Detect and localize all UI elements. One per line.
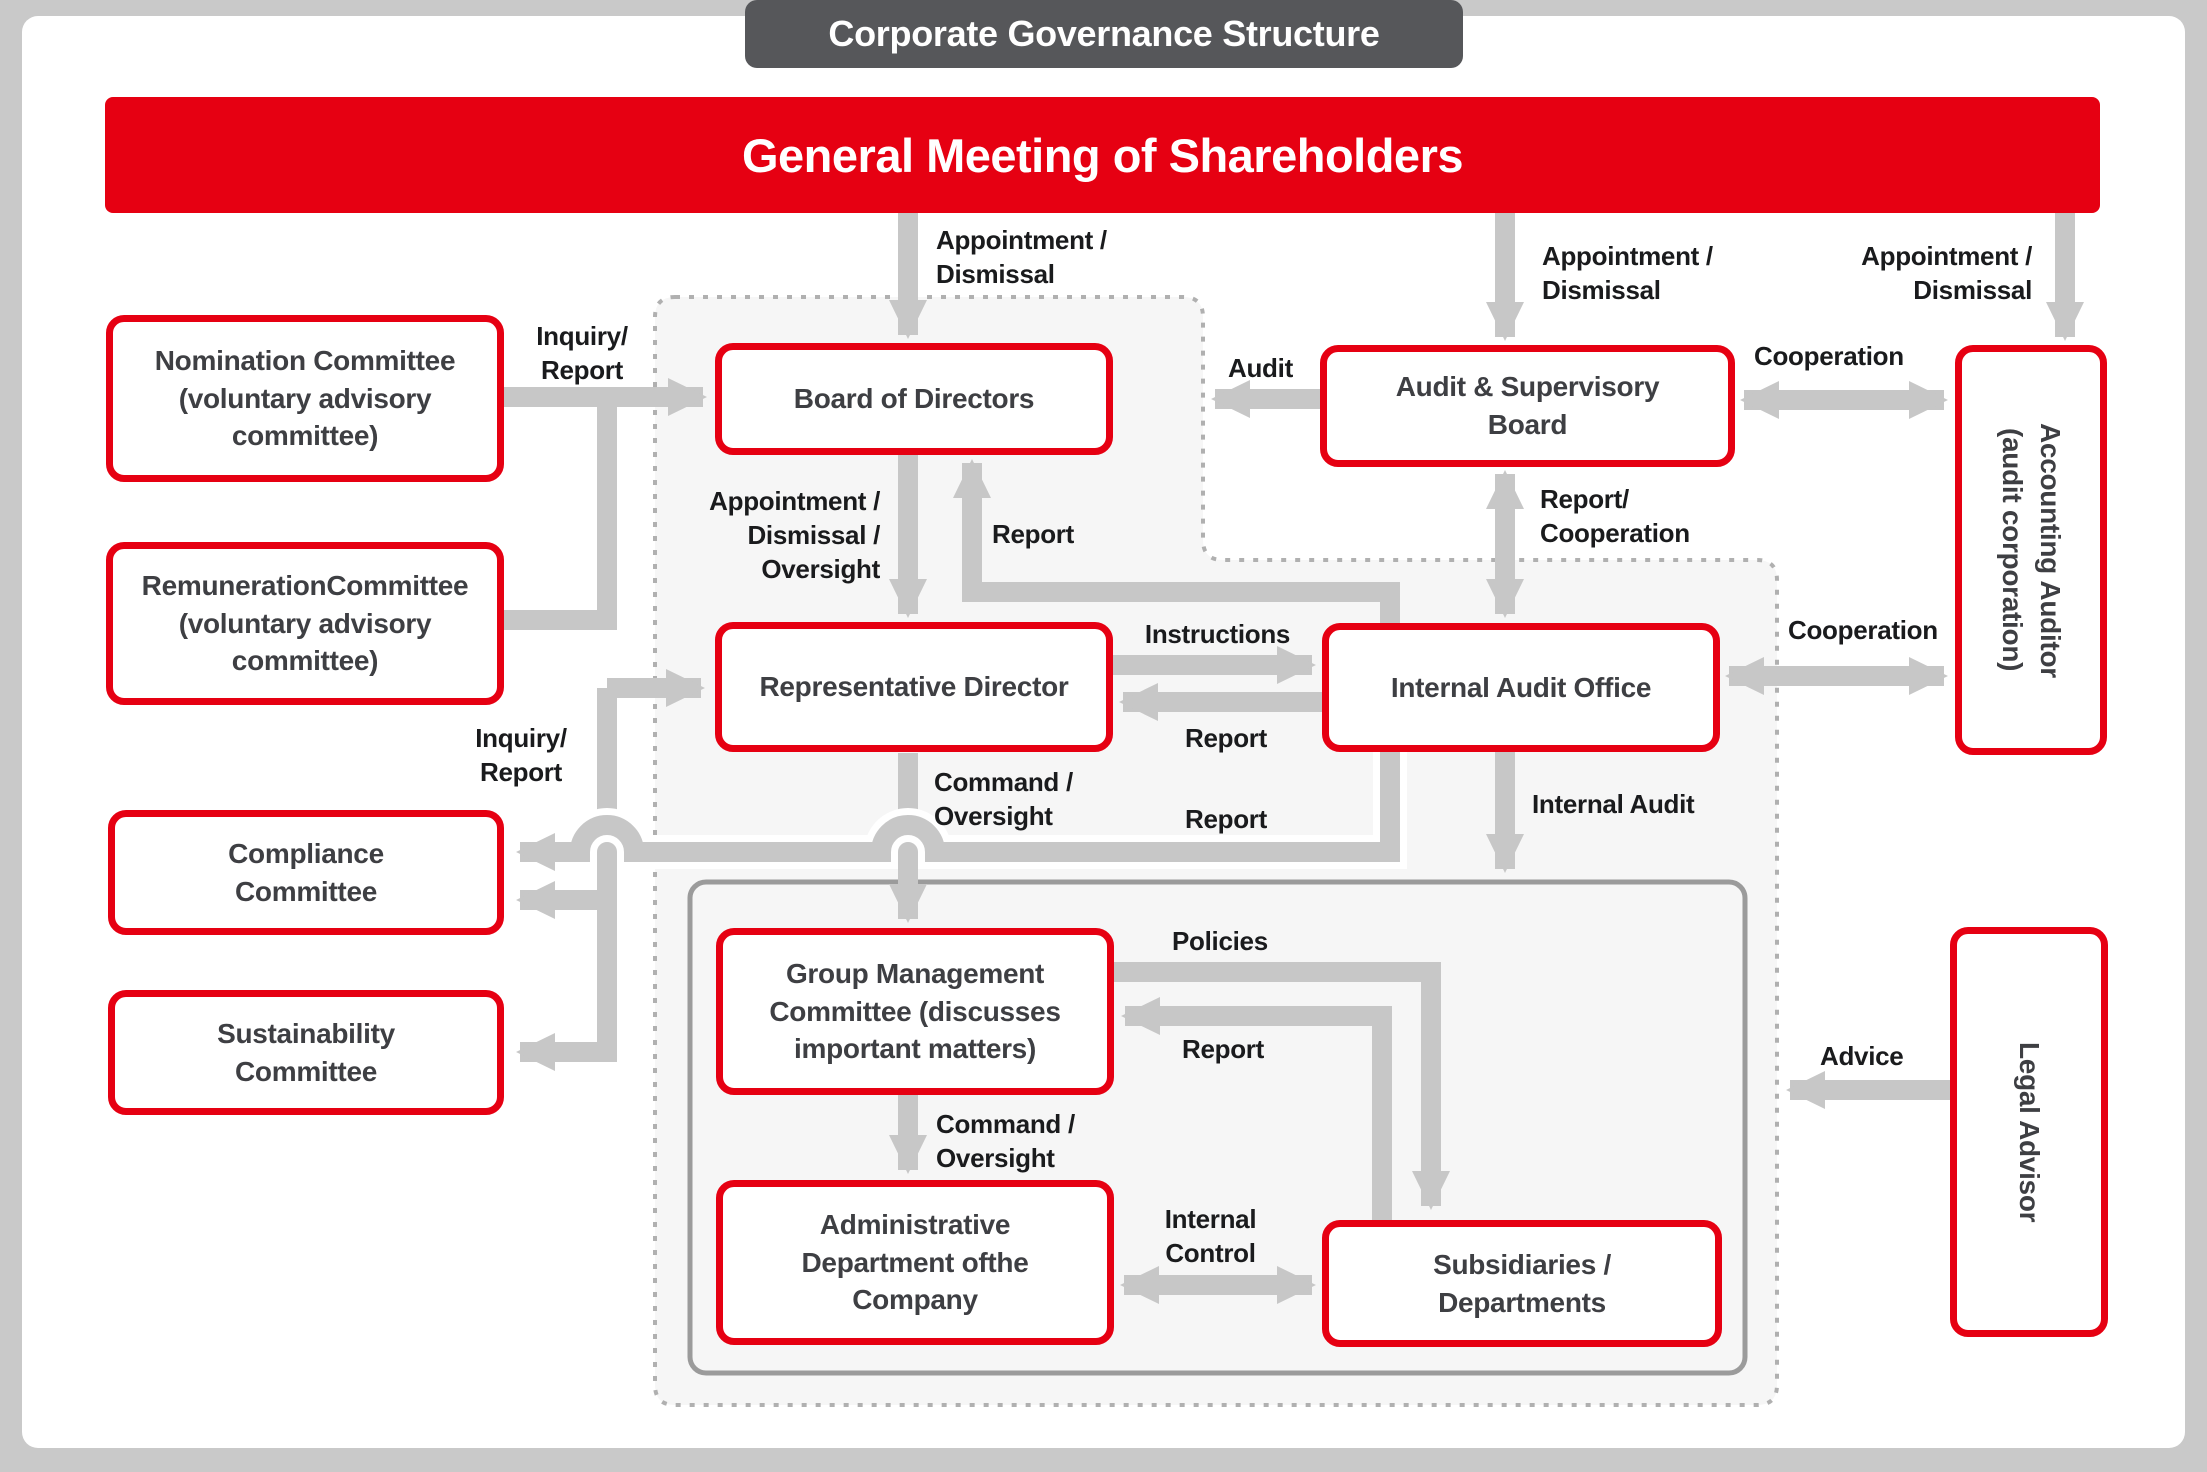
edge-label-internal-control: Internal Control	[1164, 1204, 1257, 1268]
edge-policies	[1113, 962, 1450, 1210]
node-board-of-directors: Board of Directors	[715, 343, 1113, 455]
edge-label-gms-audit-board: Appointment / Dismissal	[1542, 241, 1713, 305]
edge-label-gms-board: Appointment / Dismissal	[936, 225, 1107, 289]
page-title-text: Corporate Governance Structure	[828, 13, 1380, 54]
edge-label-inquiry-report-top: Inquiry/ Report	[536, 321, 628, 385]
edge-label-gms-accounting-auditor: Appointment / Dismissal	[1861, 241, 2032, 305]
edge-label-report-cooperation: Report/ Cooperation	[1540, 484, 1690, 548]
node-group-management-committee: Group Management Committee (discusses im…	[716, 928, 1114, 1095]
edge-report-long	[516, 752, 1400, 871]
node-audit-supervisory-board: Audit & Supervisory Board	[1320, 345, 1735, 467]
edge-label-command-oversight-rep: Command / Oversight	[934, 767, 1073, 831]
edge-label-appointment-dismissal-oversight: Appointment / Dismissal / Oversight	[709, 486, 880, 584]
node-accounting-auditor: Accounting Auditor (audit corporation)	[1955, 345, 2107, 755]
edge-subsidiaries-report	[1121, 997, 1392, 1220]
node-nomination-committee: Nomination Committee (voluntary advisory…	[106, 315, 504, 482]
edge-label-instructions: Instructions	[1144, 619, 1291, 649]
edge-label-report-subsidiaries: Report	[1182, 1034, 1264, 1064]
edge-label-cooperation-iao: Cooperation	[1788, 615, 1938, 645]
edge-remuneration-merge	[504, 397, 617, 630]
node-representative-director: Representative Director	[715, 622, 1113, 752]
node-compliance-committee: Compliance Committee	[108, 810, 504, 935]
edge-label-advice: Advice	[1820, 1041, 1904, 1071]
edge-label-internal-audit: Internal Audit	[1532, 789, 1695, 819]
page-title: Corporate Governance Structure	[745, 0, 1463, 68]
edge-label-report-long: Report	[1185, 804, 1267, 834]
edge-label-report-iao-rep: Report	[1185, 723, 1267, 753]
edge-label-command-oversight-group: Command / Oversight	[936, 1109, 1075, 1173]
general-meeting-label: General Meeting of Shareholders	[741, 128, 1464, 182]
group-box	[687, 879, 1748, 1376]
edge-label-policies: Policies	[1172, 926, 1268, 956]
edge-label-report-to-board: Report	[992, 519, 1074, 549]
node-legal-advisor: Legal Advisor	[1950, 927, 2108, 1337]
node-internal-audit-office: Internal Audit Office	[1322, 623, 1720, 752]
node-general-meeting: General Meeting of Shareholders	[105, 97, 2100, 213]
edge-label-inquiry-report-left: Inquiry/ Report	[475, 723, 567, 787]
edge-label-audit: Audit	[1228, 353, 1293, 383]
edge-label-cooperation-top: Cooperation	[1754, 341, 1904, 371]
node-sustainability-committee: Sustainability Committee	[108, 990, 504, 1115]
node-admin-department: Administrative Department ofthe Company	[716, 1180, 1114, 1345]
node-subsidiaries-departments: Subsidiaries / Departments	[1322, 1220, 1722, 1347]
edge-iao-report-to-board	[953, 459, 1400, 625]
node-remuneration-committee: RemunerationCommittee (voluntary advisor…	[106, 542, 504, 705]
